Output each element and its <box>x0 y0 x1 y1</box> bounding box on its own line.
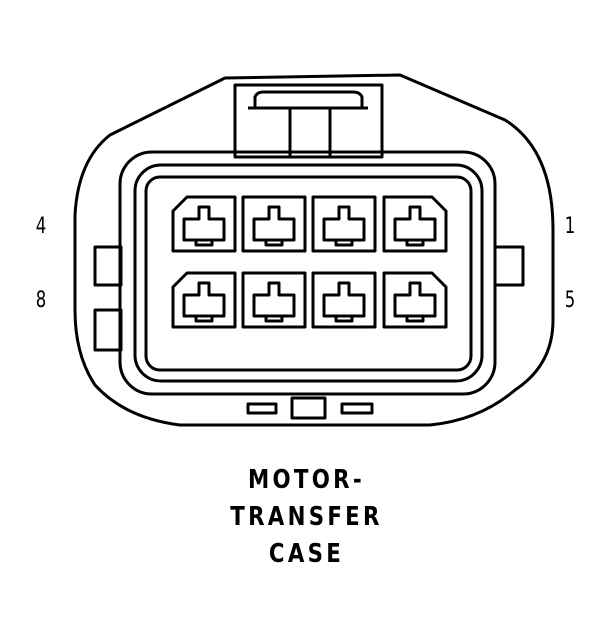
terminal-cavity <box>311 271 377 329</box>
pin-number-1: 1 <box>564 214 576 239</box>
terminal-cavity <box>382 271 448 329</box>
connector-face-outer-ring <box>118 150 497 396</box>
terminal-cavity <box>241 195 307 253</box>
side-key-right <box>493 245 525 287</box>
pin-number-5: 5 <box>564 288 576 313</box>
caption-line-2: TRANSFER <box>230 502 383 532</box>
terminal-cavity <box>171 271 237 329</box>
locator-mark-center <box>290 396 327 420</box>
caption-line-1: MOTOR- <box>248 465 365 495</box>
pin-number-4: 4 <box>35 214 47 239</box>
terminal-cavity <box>311 195 377 253</box>
connector-caption: MOTOR- TRANSFER CASE <box>0 462 613 573</box>
terminal-cavity <box>382 195 448 253</box>
pin-number-8: 8 <box>35 288 47 313</box>
locator-mark-right <box>340 402 374 415</box>
connector-face-inner-ring <box>133 163 484 383</box>
terminal-cavities <box>171 195 448 329</box>
terminal-cavity <box>171 195 237 253</box>
caption-line-3: CASE <box>268 539 345 569</box>
side-key-left-top <box>93 245 123 287</box>
side-key-left-bottom <box>93 308 123 352</box>
cavity-block <box>144 175 473 372</box>
latch <box>233 83 384 159</box>
locator-mark-left <box>246 402 278 415</box>
terminal-cavity <box>241 271 307 329</box>
connector-housing-outer <box>73 73 555 427</box>
